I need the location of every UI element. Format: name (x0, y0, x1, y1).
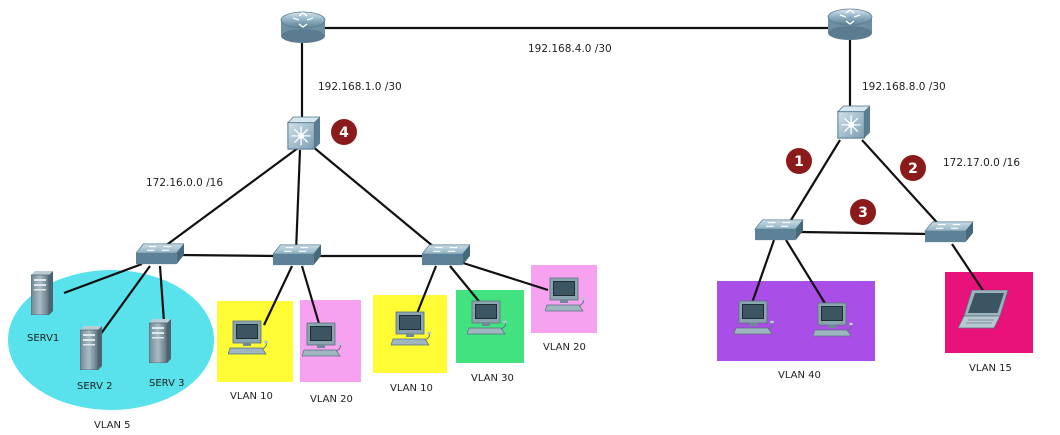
vlan30-label: VLAN 30 (471, 373, 514, 384)
badge-4: 4 (331, 119, 357, 145)
right-lan-label: 172.17.0.0 /16 (943, 157, 1020, 169)
serv2-label: SERV 2 (77, 381, 112, 392)
link-rl3-swa (787, 139, 841, 226)
switch-icon-swa[interactable] (754, 219, 804, 241)
link-swa-pc7 (785, 239, 827, 306)
right-uplink-label: 192.168.8.0 /30 (862, 81, 946, 93)
server-icon-serv2[interactable] (80, 326, 102, 370)
vlan20b-label: VLAN 20 (543, 342, 586, 353)
link-l3-sw1 (156, 147, 299, 253)
switch-icon-sw2[interactable] (273, 244, 321, 266)
link-sw1-sw2 (179, 253, 277, 258)
vlan10b-label: VLAN 10 (390, 383, 433, 394)
left-uplink-label: 192.168.1.0 /30 (318, 81, 402, 93)
link-sw3-pc3 (414, 265, 438, 317)
link-l3-sw2 (294, 149, 302, 253)
right-l3-switch-icon[interactable] (837, 105, 870, 139)
vlan5-label: VLAN 5 (94, 420, 131, 431)
badge-3: 3 (850, 199, 876, 225)
link-rl3-swb (861, 139, 943, 229)
badge-2-text: 2 (908, 161, 918, 177)
left-router-icon[interactable] (280, 11, 326, 44)
left-lan-label: 172.16.0.0 /16 (146, 177, 223, 189)
server-icon-serv1[interactable] (31, 271, 53, 315)
badge-3-text: 3 (858, 205, 868, 221)
link-sw1-serv3 (158, 265, 166, 323)
switch-icon-sw3[interactable] (422, 244, 470, 266)
link-sw1-serv1 (63, 262, 143, 295)
switch-icon-sw1[interactable] (136, 243, 184, 265)
vlan20a-label: VLAN 20 (310, 394, 353, 405)
badge-1-text: 1 (794, 154, 804, 170)
badge-1: 1 (786, 148, 812, 174)
badge-2: 2 (900, 155, 926, 181)
link-sw1-serv2 (99, 265, 151, 336)
link-sw3-pc5 (459, 260, 549, 292)
link-sw3-pc4 (449, 265, 483, 306)
left-l3-switch-icon[interactable] (287, 116, 320, 150)
vlan15-label: VLAN 15 (969, 363, 1012, 374)
link-swa-pc6 (750, 239, 776, 304)
link-sw2-pc2 (300, 265, 322, 328)
link-swa-swb (799, 230, 931, 236)
right-router-icon[interactable] (827, 8, 873, 41)
link-l3-sw3 (311, 145, 441, 253)
serv1-label: SERV1 (27, 333, 59, 344)
wan-network-label: 192.168.4.0 /30 (528, 43, 612, 55)
serv3-label: SERV 3 (149, 378, 184, 389)
badge-4-text: 4 (339, 125, 349, 141)
link-swb-laptop (951, 243, 985, 293)
vlan10a-label: VLAN 10 (230, 391, 273, 402)
switch-icon-swb[interactable] (924, 221, 974, 243)
vlan40-label: VLAN 40 (778, 370, 821, 381)
links (63, 26, 985, 336)
server-icon-serv3[interactable] (149, 319, 171, 363)
link-sw2-pc1 (263, 265, 293, 326)
